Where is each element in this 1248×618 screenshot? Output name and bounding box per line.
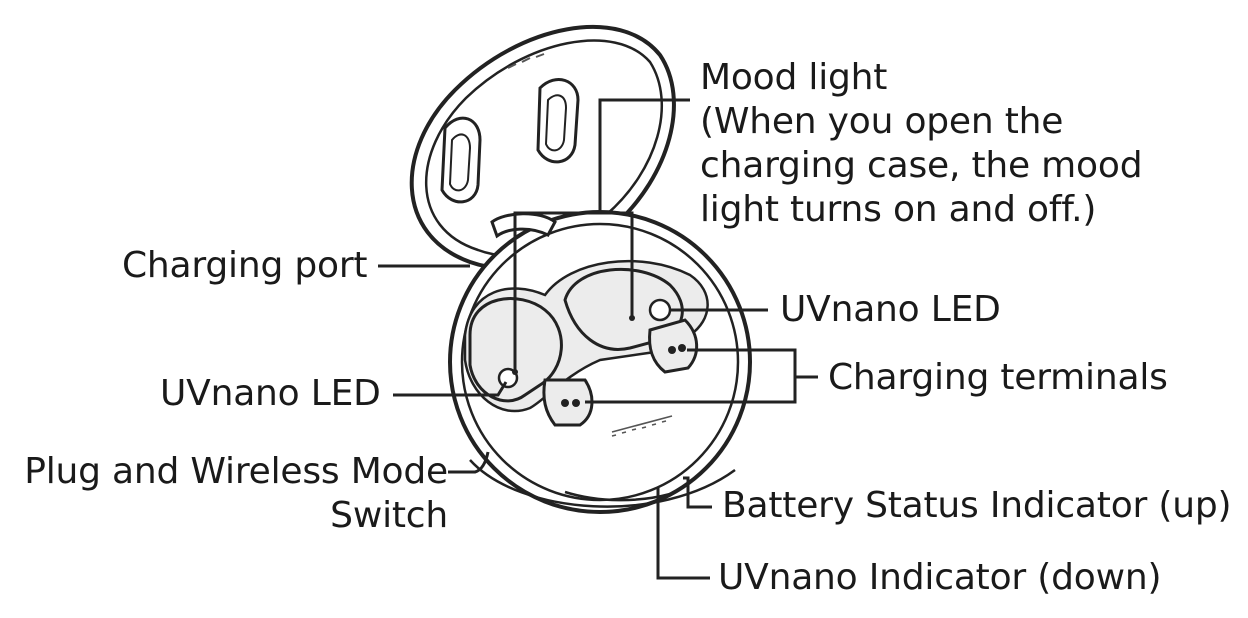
mood-light-leader — [513, 211, 634, 370]
case-hinge — [490, 212, 557, 239]
mood-light-label: Mood light (When you open the charging c… — [700, 56, 1143, 232]
mood-light-title: Mood light — [700, 57, 888, 98]
mode-switch-line1: Plug and Wireless Mode — [24, 451, 448, 492]
uvnano-indicator-leader — [656, 488, 710, 580]
case-brand-marks — [611, 415, 673, 437]
mood-light-desc-line1: (When you open the — [700, 101, 1064, 142]
battery-indicator-leader — [683, 476, 712, 509]
earbud-right — [563, 267, 699, 374]
lid-logo-marks — [507, 53, 545, 69]
uvnano-led-left-leader — [393, 381, 508, 397]
mood-light-desc-line2: charging case, the mood — [700, 145, 1143, 186]
charging-terminals-label: Charging terminals — [828, 357, 1168, 398]
mood-light-stem — [598, 98, 690, 213]
mode-switch-line2: Switch — [330, 495, 448, 536]
leader-lines — [378, 98, 818, 580]
mood-light-desc-line3: light turns on and off.) — [700, 189, 1097, 230]
charging-port-label: Charging port — [122, 245, 368, 286]
battery-indicator-label: Battery Status Indicator (up) — [722, 485, 1232, 526]
lid-earbud-recess-right — [536, 78, 580, 164]
mode-switch-label: Plug and Wireless Mode Switch — [24, 450, 448, 538]
lid-earbud-recess-left — [440, 116, 482, 204]
uvnano-led-left-label: UVnano LED — [160, 373, 381, 414]
uvnano-indicator-label: UVnano Indicator (down) — [718, 557, 1162, 598]
charging-terminal-markers — [561, 344, 686, 407]
uvnano-led-right-marker — [648, 298, 672, 322]
uvnano-led-right-label: UVnano LED — [780, 289, 1001, 330]
mode-switch-leader — [448, 451, 490, 474]
